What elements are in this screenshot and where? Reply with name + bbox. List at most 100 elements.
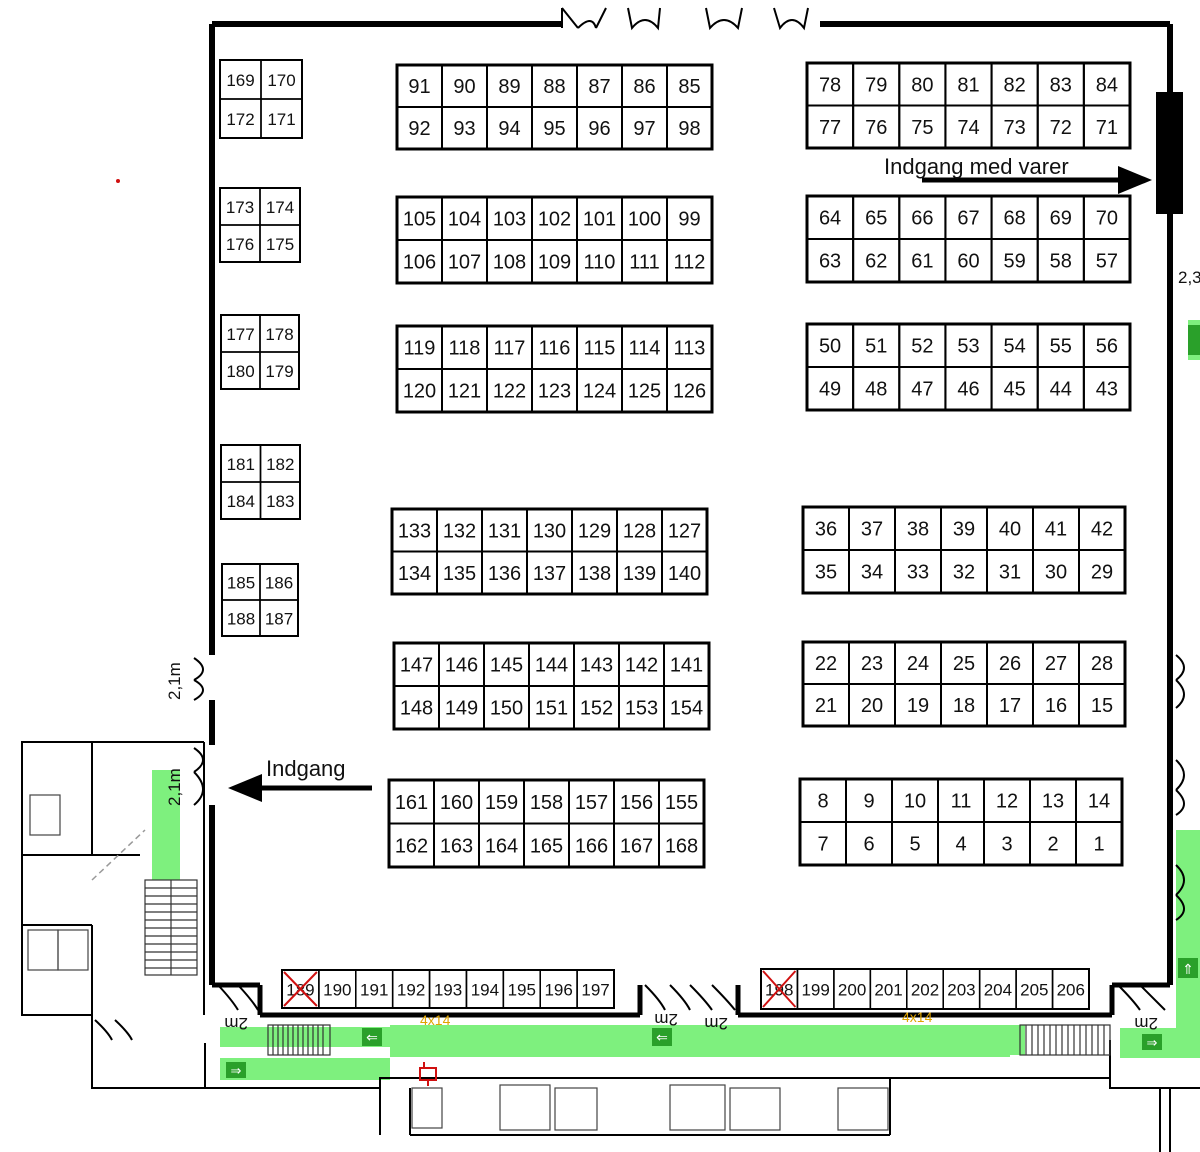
booth-175[interactable]	[259, 224, 301, 263]
booth-number-109: 109	[538, 252, 571, 274]
booth-number-66: 66	[911, 208, 933, 230]
booth-number-149: 149	[445, 698, 478, 720]
booth-number-153: 153	[625, 698, 658, 720]
svg-text:⇐: ⇐	[656, 1029, 668, 1045]
booth-number-118: 118	[449, 338, 481, 360]
booth-number-71: 71	[1096, 117, 1118, 139]
booth-number-12: 12	[996, 791, 1018, 813]
booth-number-26: 26	[999, 653, 1021, 675]
booth-number-59: 59	[1004, 251, 1026, 273]
booth-187[interactable]	[259, 599, 299, 637]
door-width-upper: 2,1m	[165, 662, 184, 700]
booth-number-114: 114	[629, 338, 661, 360]
booth-number-155: 155	[665, 792, 698, 814]
booth-number-101: 101	[583, 209, 616, 231]
booth-number-3: 3	[1001, 834, 1012, 856]
booth-number-102: 102	[538, 209, 571, 231]
booth-number-79: 79	[865, 74, 887, 96]
booth-number-167: 167	[620, 835, 653, 857]
booth-number-96: 96	[588, 118, 610, 140]
booth-number-23: 23	[861, 653, 883, 675]
booth-number-35: 35	[815, 562, 837, 584]
booth-number-68: 68	[1004, 208, 1026, 230]
booth-number-20: 20	[861, 695, 883, 717]
booth-number-203: 203	[947, 981, 975, 1000]
booth-number-63: 63	[819, 251, 841, 273]
crossed-out-mark	[283, 971, 318, 1007]
corridor-label-right: 4x14	[902, 1009, 933, 1025]
booth-number-160: 160	[440, 792, 473, 814]
booth-number-134: 134	[398, 563, 431, 585]
booth-number-110: 110	[584, 252, 616, 274]
booth-number-165: 165	[530, 835, 563, 857]
booth-number-7: 7	[817, 834, 828, 856]
booth-number-137: 137	[533, 563, 566, 585]
booth-number-205: 205	[1020, 981, 1048, 1000]
restrooms	[27, 794, 889, 1131]
booth-154[interactable]	[663, 685, 710, 730]
booth-168[interactable]	[658, 822, 705, 868]
booth-number-112: 112	[674, 252, 706, 274]
booth-number-17: 17	[999, 695, 1021, 717]
booth-number-123: 123	[538, 381, 571, 403]
booth-number-80: 80	[911, 74, 933, 96]
booth-number-15: 15	[1091, 695, 1113, 717]
booth-183[interactable]	[259, 481, 301, 520]
booth-number-131: 131	[488, 520, 521, 542]
booth-number-39: 39	[953, 519, 975, 541]
booth-number-36: 36	[815, 519, 837, 541]
goods-entrance-arrow	[922, 166, 1152, 194]
booth-197[interactable]	[576, 969, 615, 1009]
booth-number-58: 58	[1050, 251, 1072, 273]
booth-number-57: 57	[1096, 251, 1118, 273]
booth-number-74: 74	[957, 117, 979, 139]
booth-number-25: 25	[953, 653, 975, 675]
booth-number-194: 194	[471, 981, 499, 1000]
booth-number-78: 78	[819, 74, 841, 96]
booth-number-185: 185	[227, 574, 255, 593]
booth-number-32: 32	[953, 562, 975, 584]
booth-98[interactable]	[666, 106, 713, 150]
booth-number-147: 147	[400, 655, 433, 677]
booth-57[interactable]	[1082, 238, 1132, 283]
booth-number-1: 1	[1093, 834, 1104, 856]
booth-number-51: 51	[865, 336, 887, 358]
booth-number-27: 27	[1045, 653, 1067, 675]
booth-number-193: 193	[434, 981, 462, 1000]
booth-number-139: 139	[623, 563, 656, 585]
booth-number-84: 84	[1096, 74, 1118, 96]
booth-43[interactable]	[1082, 366, 1132, 411]
booth-140[interactable]	[661, 550, 708, 595]
booth-206[interactable]	[1051, 968, 1090, 1010]
booth-126[interactable]	[666, 368, 713, 413]
booth-number-67: 67	[957, 208, 979, 230]
booth-number-40: 40	[999, 519, 1021, 541]
booth-number-21: 21	[815, 695, 837, 717]
booth-1[interactable]	[1075, 821, 1123, 866]
booth-179[interactable]	[259, 351, 300, 390]
right-edge-dim: 2,3	[1178, 268, 1200, 287]
booth-number-70: 70	[1096, 208, 1118, 230]
booth-29[interactable]	[1078, 549, 1126, 594]
booth-number-113: 113	[674, 338, 706, 360]
booth-15[interactable]	[1078, 683, 1126, 727]
booth-number-119: 119	[404, 338, 436, 360]
booth-number-11: 11	[951, 791, 972, 813]
booth-number-127: 127	[668, 520, 701, 542]
booth-number-24: 24	[907, 653, 929, 675]
booth-112[interactable]	[666, 239, 713, 284]
booth-171[interactable]	[260, 98, 303, 139]
booth-71[interactable]	[1082, 104, 1132, 149]
booth-number-125: 125	[628, 381, 661, 403]
svg-text:⇒: ⇒	[1147, 1035, 1158, 1050]
booth-number-183: 183	[266, 492, 294, 511]
booth-number-192: 192	[397, 981, 425, 1000]
booth-number-132: 132	[443, 520, 476, 542]
booth-number-201: 201	[874, 981, 902, 1000]
booth-number-75: 75	[911, 117, 933, 139]
